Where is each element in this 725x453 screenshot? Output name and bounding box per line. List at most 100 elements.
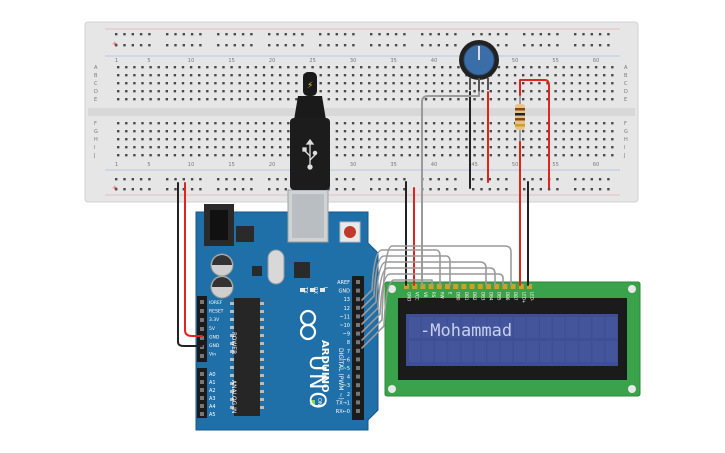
analog-pin-label: A5 (209, 412, 216, 418)
wire-resistor-vcc[interactable] (519, 79, 550, 189)
column-number: 40 (431, 58, 437, 64)
lcd-pin-label: RW (439, 292, 444, 299)
digital-pin-label: ~5 (343, 366, 350, 372)
lcd-display-text: -Mohammad (420, 321, 512, 341)
rail-plus-label: + (112, 40, 118, 48)
wire-db4[interactable] (361, 261, 487, 317)
column-number: 20 (269, 58, 275, 64)
column-number: 30 (350, 58, 356, 64)
column-number: 50 (512, 58, 518, 64)
wire-pot-wiper[interactable] (421, 91, 480, 286)
wire-rs[interactable] (361, 249, 441, 301)
lcd-pin-label: LED+ (521, 292, 526, 303)
on-label: ON (316, 398, 322, 406)
column-number: 10 (188, 58, 194, 64)
digital-pin-label: TX→1 (335, 400, 350, 406)
digital-pin-label: ~6 (343, 357, 350, 363)
power-pin-label: Vin (209, 352, 216, 358)
l-label: L (322, 287, 328, 290)
usb-symbol-icon (302, 138, 318, 170)
wires[interactable] (177, 79, 550, 349)
uno-text: UNO (304, 355, 329, 411)
row-letter: C (94, 81, 98, 87)
column-number: 60 (593, 162, 599, 168)
digital-pin-label: 4 (347, 375, 350, 381)
power-pin-label: GND (209, 334, 220, 340)
potentiometer[interactable] (459, 40, 499, 92)
column-number: 1 (115, 58, 118, 64)
wire-e[interactable] (361, 279, 433, 349)
analog-label: ANALOG IN (230, 380, 237, 413)
infinity-logo (299, 309, 317, 341)
wire-rw[interactable] (361, 255, 451, 309)
digital-pin-label: 13 (344, 297, 350, 303)
lcd-pin-label: DB2 (472, 292, 477, 301)
wire-db5[interactable] (361, 267, 496, 325)
lcd-pin-label: RS (431, 292, 436, 298)
digital-header[interactable] (352, 276, 364, 420)
resistor[interactable] (515, 95, 525, 142)
analog-pin-label: A3 (209, 396, 216, 402)
column-number: 55 (552, 58, 558, 64)
on-led (310, 400, 315, 405)
column-number: 30 (350, 162, 356, 168)
atmega-chip (234, 298, 260, 416)
column-number: 50 (512, 162, 518, 168)
lightning-icon: ⚡ (307, 81, 313, 91)
lcd-pin-label: V0 (423, 292, 428, 298)
voltage-regulator (236, 226, 254, 242)
wire-gnd[interactable] (177, 182, 203, 347)
row-letter: I (624, 145, 625, 151)
digital-pin-label: ~10 (339, 323, 350, 329)
lcd-pin-label: DB3 (480, 292, 485, 301)
rail-plus-label-bottom: + (112, 184, 118, 192)
wire-db7[interactable] (361, 245, 512, 341)
wire-db6[interactable] (361, 273, 504, 333)
row-letter: H (624, 137, 628, 143)
lcd-pin-label: DB6 (505, 292, 510, 301)
digital-pin-label: 8 (347, 340, 350, 346)
analog-pin-label: A2 (209, 388, 216, 394)
digital-pin-label: GND (339, 289, 351, 295)
power-pin-label: 5V (209, 326, 216, 332)
arduino-logo-text: ARDUINO (319, 340, 330, 392)
row-letter: G (624, 129, 628, 135)
lcd-pin-label: DB7 (513, 292, 518, 301)
breadboard[interactable]: 1510152025303540455055601510152025303540… (84, 21, 639, 203)
row-letter: D (624, 89, 628, 95)
lcd-pin-label: DB4 (489, 292, 494, 301)
column-number: 55 (552, 162, 558, 168)
row-letter: I (94, 145, 95, 151)
column-number: 20 (269, 162, 275, 168)
column-number: 35 (390, 58, 396, 64)
row-letter: H (94, 137, 98, 143)
usb-cable[interactable]: ⚡ (290, 72, 330, 190)
crystal (267, 249, 285, 285)
digital-pin-label: ~3 (343, 383, 350, 389)
row-letter: J (93, 153, 95, 159)
row-letter: D (94, 89, 98, 95)
row-letter: E (624, 97, 627, 103)
column-number: 5 (147, 58, 150, 64)
power-pin-label: 3.3V (209, 317, 220, 323)
digital-label: DIGITAL (PWM ~) (337, 348, 344, 400)
lcd-pin-label: E (448, 292, 453, 295)
column-number: 15 (228, 162, 234, 168)
column-number: 60 (593, 58, 599, 64)
digital-pin-label: 7 (347, 349, 350, 355)
analog-pin-label: A1 (209, 380, 216, 386)
column-number: 5 (147, 162, 150, 168)
analog-header[interactable] (197, 368, 207, 418)
lcd-pin-label: LED- (530, 292, 535, 302)
arduino-uno-board[interactable]: ARDUINO UNO DIGITAL (PWM ~) ANALOG IN PO… (195, 189, 379, 431)
rx-label: RX (312, 287, 318, 294)
tx-label: TX (302, 286, 308, 294)
power-pin-label: RESET (209, 309, 224, 315)
digital-pin-label: 12 (344, 306, 350, 312)
row-letter: A (624, 65, 628, 71)
row-letter: A (94, 65, 98, 71)
wire-5v[interactable] (184, 182, 203, 337)
digital-pin-label: RX←0 (336, 409, 350, 415)
